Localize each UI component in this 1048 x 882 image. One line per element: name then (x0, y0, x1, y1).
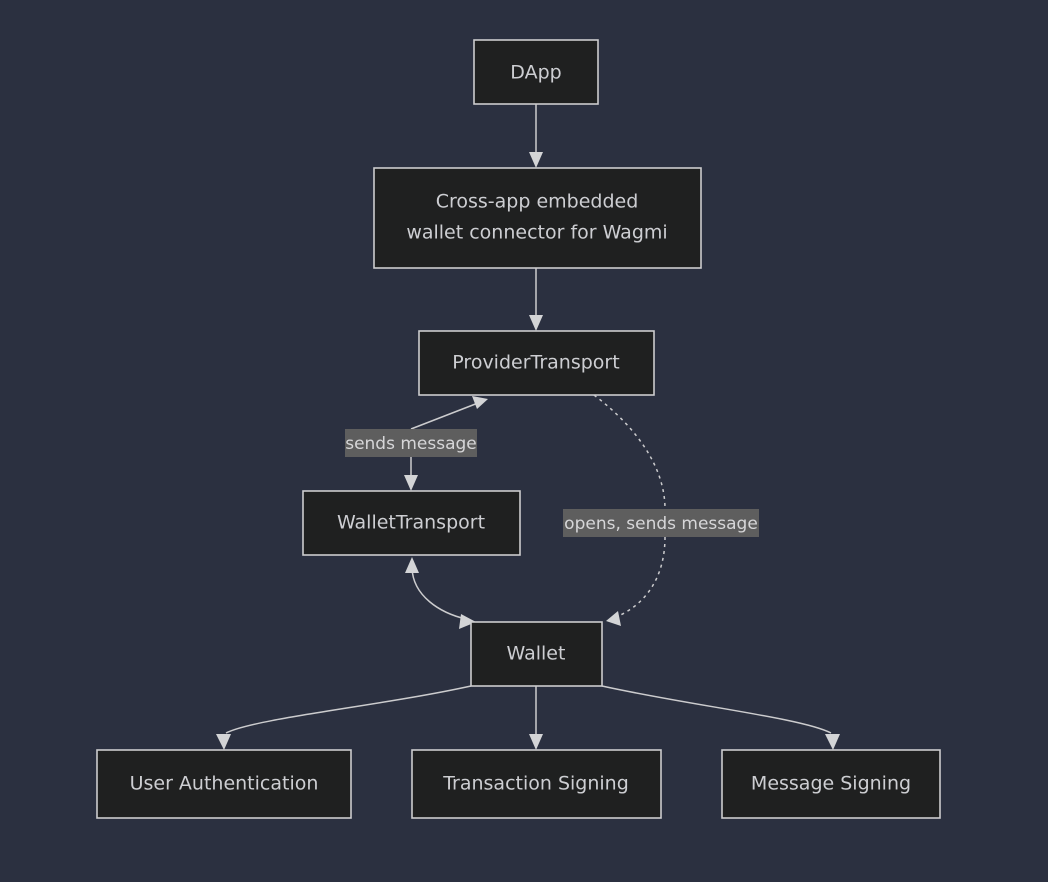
node-message-signing[interactable]: Message Signing (721, 749, 941, 819)
node-connector[interactable]: Cross-app embedded wallet connector for … (373, 167, 702, 269)
node-box (721, 749, 941, 819)
edges-layer (216, 104, 840, 750)
node-box (373, 167, 702, 269)
edge-label-text: sends message (345, 434, 477, 454)
arrow-head-icon (405, 557, 419, 573)
edge-label-sends-message: sends message (345, 429, 477, 457)
node-label-line-2: wallet connector for Wagmi (406, 222, 667, 244)
edge-line (225, 685, 472, 734)
edge-label-text: opens, sends message (564, 514, 758, 534)
edge-label-opens-sends-message: opens, sends message (563, 509, 759, 537)
edge-line-dotted-upper (593, 394, 666, 510)
edge-line-dotted-lower (615, 536, 666, 618)
arrow-head-icon (529, 315, 543, 331)
node-box (473, 39, 599, 105)
node-provider-transport[interactable]: ProviderTransport (418, 330, 655, 396)
arrow-head-icon (606, 611, 621, 626)
node-user-authentication[interactable]: User Authentication (96, 749, 352, 819)
node-box (411, 749, 662, 819)
edge-line-upper (410, 402, 479, 430)
node-wallet[interactable]: Wallet (470, 621, 603, 687)
nodes-layer: DApp Cross-app embedded wallet connector… (96, 39, 941, 819)
node-transaction-signing[interactable]: Transaction Signing (411, 749, 662, 819)
node-wallet-transport[interactable]: WalletTransport (302, 490, 521, 556)
node-box (470, 621, 603, 687)
edge-dapp-to-connector (529, 104, 543, 168)
node-label-line-1: Cross-app embedded (436, 191, 639, 213)
edge-wallet-to-user-authentication (216, 685, 472, 750)
edge-line (601, 685, 832, 734)
node-label: Wallet (507, 643, 566, 665)
node-label: Message Signing (751, 773, 911, 795)
edge-line (411, 567, 467, 620)
edge-provider-transport-to-wallet-transport (404, 396, 488, 491)
edge-wallet-transport-to-wallet (405, 557, 476, 629)
edge-label-background (563, 509, 759, 537)
arrow-head-icon (472, 396, 488, 409)
node-label: ProviderTransport (452, 352, 619, 374)
node-dapp[interactable]: DApp (473, 39, 599, 105)
node-box (96, 749, 352, 819)
edge-labels-layer: sends message opens, sends message (345, 429, 759, 537)
node-label: User Authentication (130, 773, 319, 795)
arrow-head-icon (529, 734, 543, 750)
edge-wallet-to-transaction-signing (529, 686, 543, 750)
arrow-head-icon (825, 734, 840, 750)
node-box (302, 490, 521, 556)
edge-wallet-to-message-signing (601, 685, 840, 750)
node-label: DApp (510, 62, 561, 84)
edge-label-background (345, 429, 477, 457)
node-label: Transaction Signing (442, 773, 629, 795)
arrow-head-icon (529, 152, 543, 168)
arrow-head-icon (216, 734, 231, 750)
node-label: WalletTransport (337, 512, 485, 534)
arrow-head-icon (404, 475, 418, 491)
edge-connector-to-provider-transport (529, 268, 543, 331)
node-box (418, 330, 655, 396)
arrow-head-icon (459, 614, 476, 629)
edge-provider-transport-to-wallet (593, 394, 666, 626)
